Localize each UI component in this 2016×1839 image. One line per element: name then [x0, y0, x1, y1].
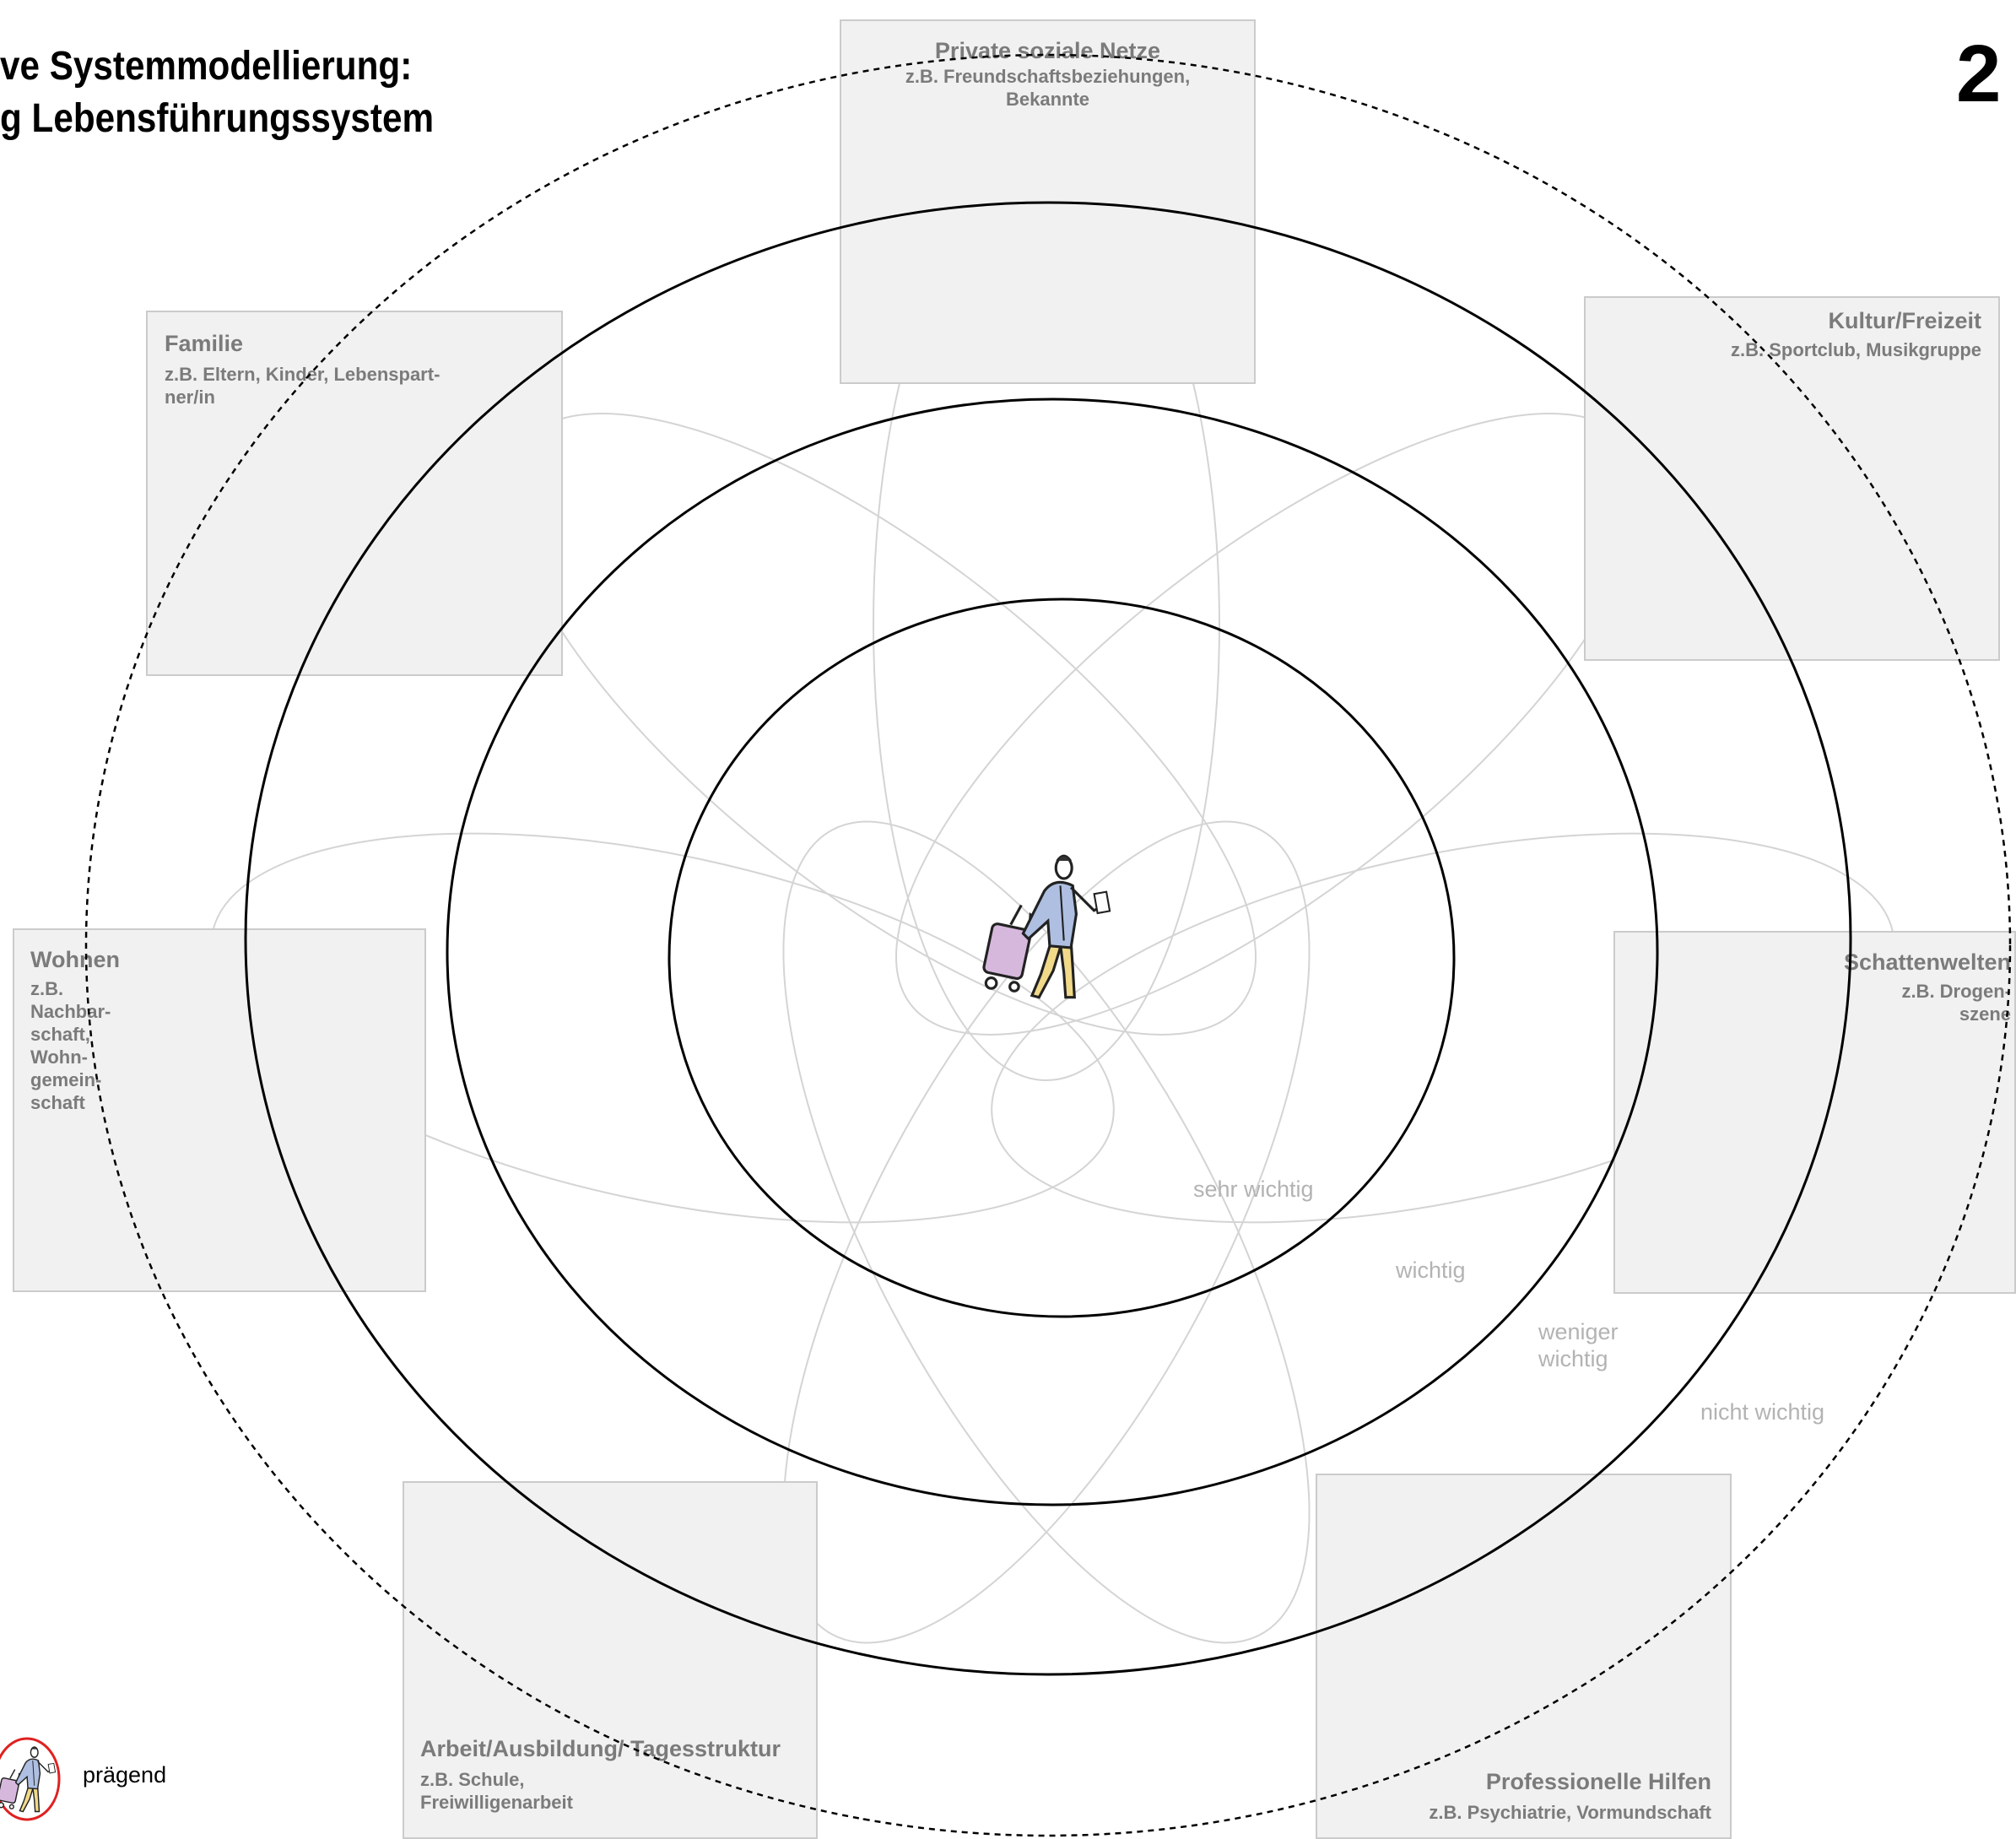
domain-subtitle: z.B. Freundschaftsbeziehungen, Bekannte: [905, 66, 1191, 110]
ring-nicht-wichtig: [84, 53, 2012, 1837]
domain-title: Wohnen: [30, 947, 120, 972]
domain-title: Private soziale Netze: [934, 38, 1161, 63]
ring-label-sehr-wichtig: sehr wichtig: [1193, 1176, 1314, 1202]
domain-title: Professionelle Hilfen: [1485, 1769, 1711, 1794]
petal-ellipse: [782, 820, 1311, 1644]
title-line-1: ve Systemmodellierung:: [0, 44, 413, 89]
domain-subtitle: z.B. Schule, Freiwilligenarbeit: [420, 1769, 573, 1813]
domain-box-professionelle-hilfen: Professionelle Hilfen z.B. Psychiatrie, …: [1316, 1474, 1732, 1839]
domain-subtitle: z.B. Nachbar- schaft, Wohn- gemein- scha…: [30, 978, 111, 1113]
domain-box-arbeit-ausbildung: Arbeit/Ausbildung/ Tagesstruktur z.B. Sc…: [403, 1481, 818, 1839]
page-number: 2: [1956, 29, 2002, 119]
ring-wichtig: [446, 398, 1659, 1506]
domain-box-kultur-freizeit: Kultur/Freizeit z.B. Sportclub, Musikgru…: [1584, 296, 2000, 661]
ring-label-wichtig: wichtig: [1396, 1258, 1466, 1283]
legend-traveler-icon: [0, 1737, 61, 1821]
domain-title: Schattenwelten: [1843, 949, 2011, 975]
domain-box-schattenwelten: Schattenwelten z.B. Drogen- szene: [1613, 931, 2016, 1294]
domain-subtitle: z.B. Psychiatrie, Vormundschaft: [1429, 1802, 1711, 1823]
domain-subtitle: z.B. Sportclub, Musikgruppe: [1730, 339, 1981, 360]
domain-box-wohnen: Wohnen z.B. Nachbar- schaft, Wohn- gemei…: [13, 928, 426, 1292]
traveler-with-suitcase-icon: [981, 854, 1111, 999]
domain-subtitle: z.B. Drogen- szene: [1901, 981, 2011, 1025]
title-line-2: g Lebensführungssystem: [0, 96, 435, 141]
ring-label-weniger-wichtig: weniger wichtig: [1538, 1319, 1619, 1371]
ring-sehr-wichtig: [667, 598, 1456, 1318]
ring-label-nicht-wichtig: nicht wichtig: [1700, 1399, 1825, 1425]
domain-title: Arbeit/Ausbildung/ Tagesstruktur: [420, 1736, 781, 1761]
legend-label: prägend: [83, 1762, 167, 1788]
domain-box-familie: Familie z.B. Eltern, Kinder, Lebenspart-…: [146, 311, 563, 676]
domain-title: Familie: [165, 331, 244, 356]
petal-ellipse: [782, 820, 1311, 1644]
domain-title: Kultur/Freizeit: [1828, 308, 1981, 333]
ring-weniger-wichtig: [244, 201, 1852, 1676]
page-title: ve Systemmodellierung: g Lebensführungss…: [0, 41, 434, 145]
